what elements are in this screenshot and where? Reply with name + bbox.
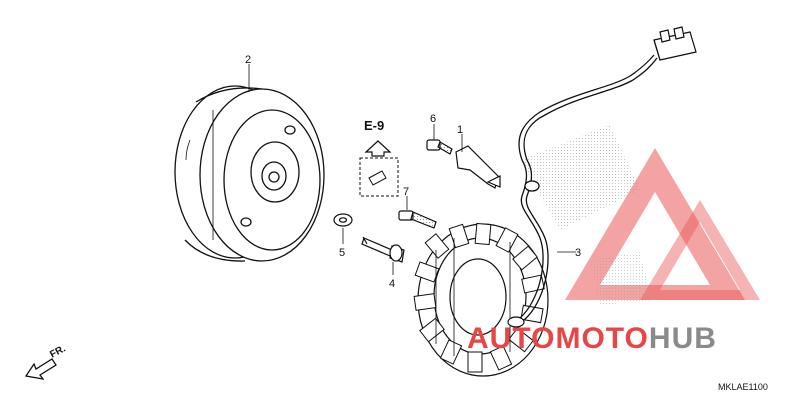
flywheel-rotor	[174, 85, 325, 262]
callout-6: 6	[430, 113, 436, 125]
bolt-seven	[398, 210, 437, 229]
stator-coil	[413, 222, 549, 377]
shading-pattern	[520, 125, 640, 230]
leader-lines	[248, 64, 576, 275]
front-direction-arrow: FR.	[24, 343, 68, 380]
wire-bracket	[455, 145, 501, 189]
callout-4: 4	[389, 278, 395, 290]
reference-e9-box	[359, 140, 399, 197]
wire-harness	[518, 54, 658, 321]
watermark-part2: HUB	[649, 322, 717, 355]
flange-bolt	[361, 236, 405, 263]
reference-label: E-9	[364, 118, 384, 133]
callout-7: 7	[403, 186, 409, 198]
front-label: FR.	[48, 343, 68, 360]
watermark-text: AUTOMOTOHUB	[467, 322, 717, 355]
diagram-code: MKLAE1100	[718, 382, 768, 392]
watermark-part1: AUTOMOTO	[467, 322, 649, 355]
callout-2: 2	[245, 54, 251, 66]
shading-pattern-lower	[590, 252, 652, 305]
callout-5: 5	[339, 247, 345, 259]
bolt-six	[426, 139, 453, 155]
washer	[333, 213, 353, 227]
wire-connector	[653, 26, 697, 61]
callout-1: 1	[457, 124, 463, 136]
callout-3: 3	[575, 247, 581, 259]
